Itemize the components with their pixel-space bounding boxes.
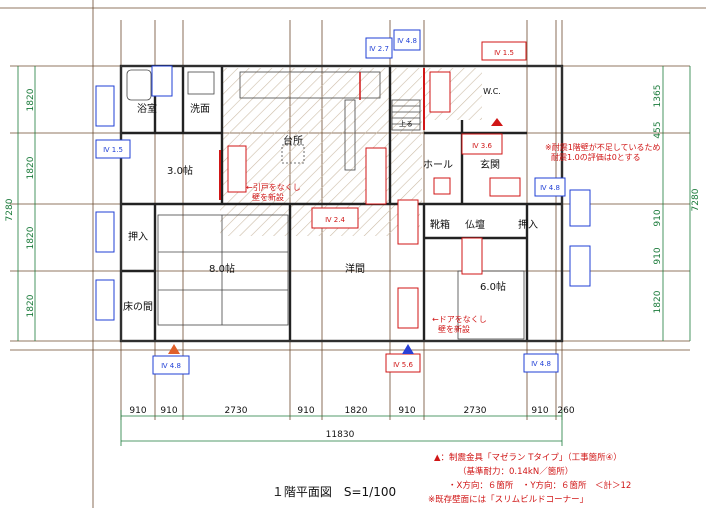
- bottom-dimensions: 910 910 2730 910 1820 910 2730 910 260 1…: [120, 406, 575, 446]
- dim-right-5: 1820: [653, 290, 663, 313]
- note-left-2: 壁を新設: [252, 192, 284, 202]
- blue-tag-1: Ⅳ 2.7: [369, 45, 389, 53]
- dim-bottom-1: 910: [129, 406, 146, 416]
- note-right-1: ※耐震1階壁が不足しているため: [545, 142, 661, 152]
- right-dimensions: 1365 455 910 910 1820 7280: [653, 66, 701, 341]
- left-dimensions: 7280 1820 1820 1820 1820: [5, 66, 36, 341]
- dim-bottom-3: 2730: [225, 406, 248, 416]
- red-tags: [227, 41, 527, 373]
- damper-triangle-red-icon: [491, 118, 503, 126]
- dim-bottom-7: 2730: [464, 406, 487, 416]
- room-8jo: 8.0帖: [209, 262, 235, 275]
- dim-total-width: 11830: [326, 430, 355, 440]
- red-tag-4: Ⅳ 5.6: [393, 361, 413, 369]
- room-labels: 浴室 洗面 台所 W.C. ホール 玄関 3.0帖 押入 床の間 8.0帖 洋間…: [123, 87, 538, 313]
- blue-tag-5: Ⅳ 4.8: [161, 362, 181, 370]
- note-left-1: ←引戸をなくし: [246, 183, 301, 192]
- annotations: ※耐震1階壁が不足しているため 耐震1.0の評価は0とする ←引戸をなくし 壁を…: [246, 142, 661, 334]
- note-right-2: 耐震1.0の評価は0とする: [551, 152, 641, 162]
- dim-bottom-2: 910: [160, 406, 177, 416]
- blue-tags: [95, 29, 591, 375]
- room-6jo: 6.0帖: [480, 280, 506, 293]
- legend-line-1: ▲：制震金具「マゼラン Tタイプ」（工事箇所④）: [434, 452, 622, 463]
- red-tag-labels: Ⅳ 1.5 Ⅳ 3.6 Ⅳ 2.4 Ⅳ 5.6: [325, 49, 514, 369]
- room-kitchen: 台所: [283, 134, 303, 147]
- dim-bottom-6: 910: [398, 406, 415, 416]
- dim-left-1: 1820: [26, 88, 36, 111]
- room-shoebox: 靴箱: [430, 218, 450, 231]
- stair-and-fixtures: [120, 65, 563, 342]
- room-tokonoma: 床の間: [123, 300, 153, 313]
- dim-bottom-4: 910: [297, 406, 314, 416]
- blue-tag-6: Ⅳ 4.8: [531, 360, 551, 368]
- blue-tag-3: Ⅳ 1.5: [103, 146, 123, 154]
- room-closet1: 押入: [128, 230, 148, 243]
- dim-left-2: 1820: [26, 156, 36, 179]
- legend-line-4: ※既存壁面には「スリムビルドコーナー」: [428, 494, 588, 505]
- legend-line-3: ・X方向：６箇所 ・Y方向：６箇所 ＜計＞12: [448, 480, 631, 491]
- dim-right-2: 455: [653, 121, 663, 138]
- legend: ▲：制震金具「マゼラン Tタイプ」（工事箇所④） （基準耐力：0.14kN／箇所…: [428, 452, 631, 505]
- dim-bottom-8: 910: [531, 406, 548, 416]
- dim-right-4: 910: [653, 247, 663, 264]
- damper-markers: [168, 68, 503, 354]
- red-tag-3: Ⅳ 2.4: [325, 216, 345, 224]
- damper-triangle-icon: [168, 344, 180, 354]
- dim-bottom-5: 1820: [345, 406, 368, 416]
- room-entrance: 玄関: [480, 158, 500, 171]
- room-hall: ホール: [423, 159, 453, 171]
- stair-label: 上る: [399, 119, 413, 128]
- blue-tag-2: Ⅳ 4.8: [397, 37, 417, 45]
- drawing-title: １階平面図 S=1/100: [272, 484, 396, 499]
- dim-right-1: 1365: [653, 85, 663, 108]
- room-western: 洋間: [345, 262, 365, 275]
- dim-left-3: 1820: [26, 226, 36, 249]
- dim-bottom-9: 260: [557, 406, 574, 416]
- damper-triangle-blue-icon: [402, 344, 414, 354]
- blue-tag-labels: Ⅳ 2.7 Ⅳ 4.8 Ⅳ 1.5 Ⅳ 4.8 Ⅳ 4.8 Ⅳ 4.8: [103, 37, 560, 370]
- room-closet2: 押入: [518, 218, 538, 231]
- dim-right-3: 910: [653, 209, 663, 226]
- blue-tag-4: Ⅳ 4.8: [540, 184, 560, 192]
- dim-total-left: 7280: [5, 198, 15, 221]
- note-mid-2: 壁を新設: [438, 324, 470, 334]
- room-bath: 浴室: [137, 102, 157, 115]
- red-tag-1: Ⅳ 1.5: [494, 49, 514, 57]
- note-mid-1: ←ドアをなくし: [432, 315, 487, 324]
- room-wash: 洗面: [190, 103, 210, 115]
- room-3jo: 3.0帖: [167, 164, 193, 177]
- legend-line-2: （基準耐力：0.14kN／箇所）: [458, 466, 573, 477]
- red-tag-2: Ⅳ 3.6: [472, 142, 492, 150]
- dim-left-4: 1820: [26, 294, 36, 317]
- room-altar: 仏壇: [465, 218, 485, 231]
- room-wc: W.C.: [483, 87, 501, 96]
- dim-total-right: 7280: [691, 188, 701, 211]
